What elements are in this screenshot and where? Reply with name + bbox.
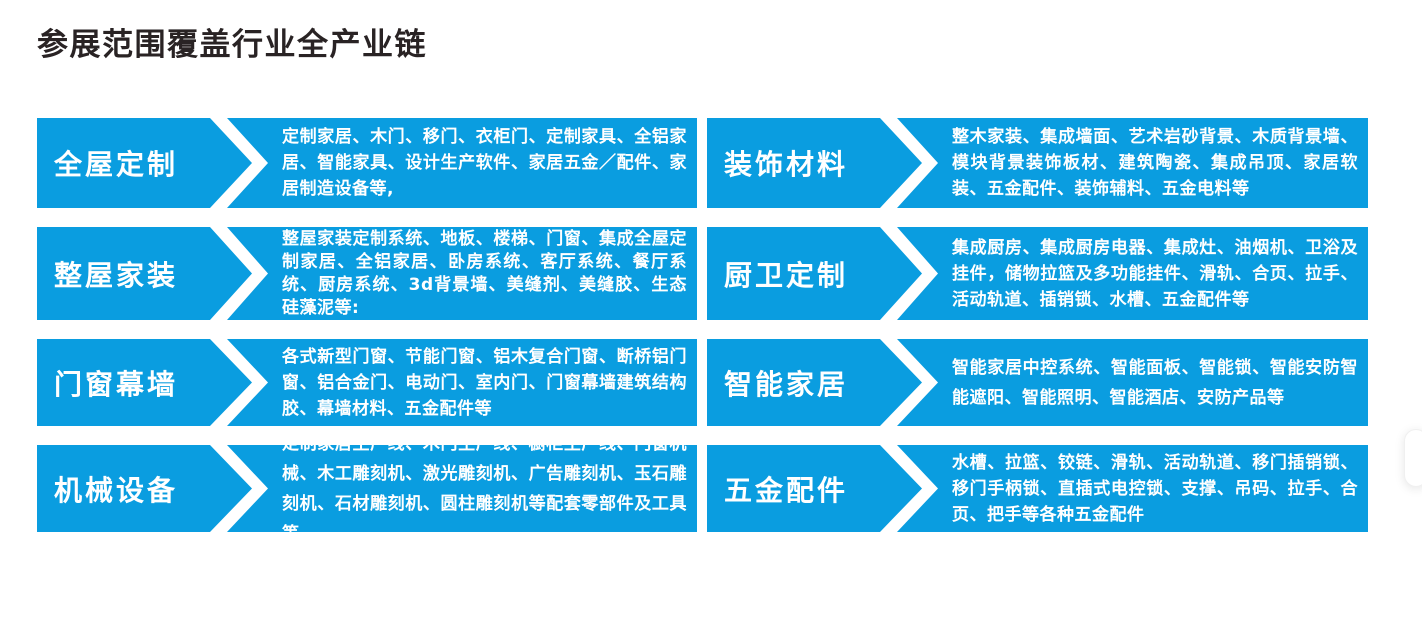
category-label-block: 厨卫定制 [707,227,922,320]
category-cell-hardware-accessories: 五金配件 水槽、拉篮、铰链、滑轨、活动轨道、移门插销锁、移门手柄锁、直插式电控锁… [707,445,1368,532]
category-desc-block: 定制家居、木门、移门、衣柜门、定制家具、全铝家居、智能家具、设计生产软件、家居五… [227,118,697,208]
category-cell-decor-materials: 装饰材料 整木家装、集成墙面、艺术岩砂背景、木质背景墙、模块背景装饰板材、建筑陶… [707,118,1368,208]
category-desc: 整屋家装定制系统、地板、楼梯、门窗、集成全屋定制家居、全铝家居、卧房系统、客厅系… [282,228,687,318]
category-label-block: 机械设备 [37,445,252,532]
category-label-block: 门窗幕墙 [37,339,252,426]
category-label: 装饰材料 [724,148,849,181]
category-label-block: 五金配件 [707,445,922,532]
category-label-block: 智能家居 [707,339,922,426]
category-desc: 智能家居中控系统、智能面板、智能锁、智能安防智能遮阳、智能照明、智能酒店、安防产… [952,357,1358,408]
category-label: 门窗幕墙 [54,367,179,401]
category-desc: 各式新型门窗、节能门窗、铝木复合门窗、断桥铝门窗、铝合金门、电动门、室内门、门窗… [282,346,687,419]
category-cell-whole-house-decoration: 整屋家装 整屋家装定制系统、地板、楼梯、门窗、集成全屋定制家居、全铝家居、卧房系… [37,227,697,320]
category-desc-block: 智能家居中控系统、智能面板、智能锁、智能安防智能遮阳、智能照明、智能酒店、安防产… [897,339,1368,426]
category-label-block: 整屋家装 [37,227,252,320]
category-grid: 全屋定制 定制家居、木门、移门、衣柜门、定制家具、全铝家居、智能家具、设计生产软… [37,118,1368,532]
category-desc-block: 整屋家装定制系统、地板、楼梯、门窗、集成全屋定制家居、全铝家居、卧房系统、客厅系… [227,227,697,320]
category-desc-block: 定制家居生产线、木门生产线、橱柜生产线、门窗机械、木工雕刻机、激光雕刻机、广告雕… [227,445,697,532]
category-cell-whole-house-custom: 全屋定制 定制家居、木门、移门、衣柜门、定制家具、全铝家居、智能家具、设计生产软… [37,118,697,208]
category-desc: 集成厨房、集成厨房电器、集成灶、油烟机、卫浴及挂件，储物拉篮及多功能挂件、滑轨、… [952,237,1358,310]
category-cell-machinery-equipment: 机械设备 定制家居生产线、木门生产线、橱柜生产线、门窗机械、木工雕刻机、激光雕刻… [37,445,697,532]
floating-side-widget[interactable] [1404,429,1422,487]
category-label: 智能家居 [724,367,849,401]
category-label: 机械设备 [54,473,179,507]
category-cell-smart-home: 智能家居 智能家居中控系统、智能面板、智能锁、智能安防智能遮阳、智能照明、智能酒… [707,339,1368,426]
category-label-block: 全屋定制 [37,118,252,208]
category-desc-block: 水槽、拉篮、铰链、滑轨、活动轨道、移门插销锁、移门手柄锁、直插式电控锁、支撑、吊… [897,445,1368,532]
category-label: 厨卫定制 [724,258,849,292]
category-cell-kitchen-bath-custom: 厨卫定制 集成厨房、集成厨房电器、集成灶、油烟机、卫浴及挂件，储物拉篮及多功能挂… [707,227,1368,320]
category-desc-block: 各式新型门窗、节能门窗、铝木复合门窗、断桥铝门窗、铝合金门、电动门、室内门、门窗… [227,339,697,426]
category-cell-doors-windows-curtainwall: 门窗幕墙 各式新型门窗、节能门窗、铝木复合门窗、断桥铝门窗、铝合金门、电动门、室… [37,339,697,426]
category-desc: 定制家居、木门、移门、衣柜门、定制家具、全铝家居、智能家具、设计生产软件、家居五… [282,127,687,199]
category-desc: 水槽、拉篮、铰链、滑轨、活动轨道、移门插销锁、移门手柄锁、直插式电控锁、支撑、吊… [952,452,1358,525]
category-desc: 定制家居生产线、木门生产线、橱柜生产线、门窗机械、木工雕刻机、激光雕刻机、广告雕… [282,433,687,544]
category-label: 全屋定制 [54,148,179,181]
category-desc: 整木家装、集成墙面、艺术岩砂背景、木质背景墙、模块背景装饰板材、建筑陶瓷、集成吊… [952,127,1358,199]
page-title: 参展范围覆盖行业全产业链 [37,27,427,63]
category-desc-block: 集成厨房、集成厨房电器、集成灶、油烟机、卫浴及挂件，储物拉篮及多功能挂件、滑轨、… [897,227,1368,320]
category-label: 整屋家装 [54,258,179,292]
category-label-block: 装饰材料 [707,118,922,208]
category-label: 五金配件 [724,473,849,507]
category-desc-block: 整木家装、集成墙面、艺术岩砂背景、木质背景墙、模块背景装饰板材、建筑陶瓷、集成吊… [897,118,1368,208]
